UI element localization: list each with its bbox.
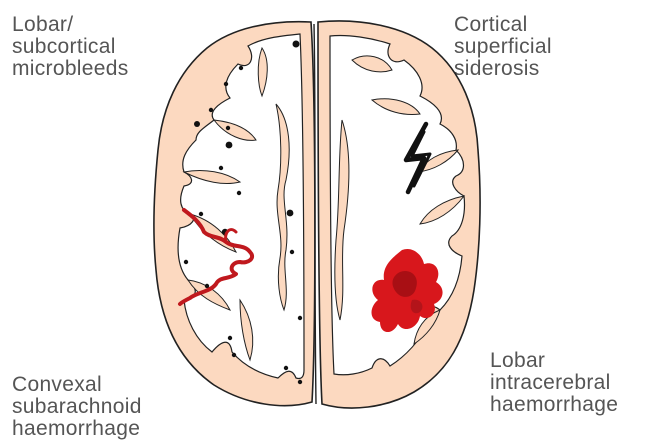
microbleed-dot <box>239 66 243 70</box>
microbleed-dot <box>232 353 236 357</box>
microbleed-dot <box>290 250 294 254</box>
microbleed-dot <box>287 210 294 217</box>
microbleed-dot <box>184 260 188 264</box>
microbleed-dot <box>226 126 230 130</box>
microbleed-dot <box>209 108 213 112</box>
microbleed-dot <box>199 212 203 216</box>
microbleed-dot <box>224 82 228 86</box>
microbleed-dot <box>298 316 302 320</box>
microbleed-dot <box>284 366 288 370</box>
microbleed-dot <box>226 142 233 149</box>
microbleed-dot <box>219 166 223 170</box>
microbleed-dot <box>194 121 200 127</box>
microbleed-dot <box>298 380 302 384</box>
microbleed-dot <box>293 41 300 48</box>
microbleed-dot <box>237 191 241 195</box>
microbleed-dot <box>228 336 232 340</box>
